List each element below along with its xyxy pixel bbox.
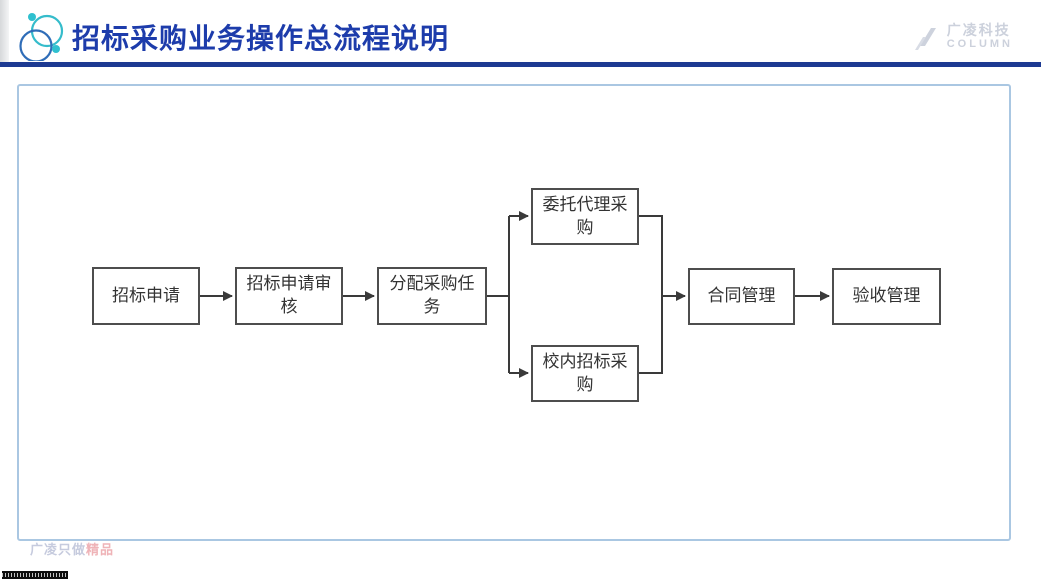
flow-node-label: 合同管理 <box>707 286 776 306</box>
flow-node-contract-management: 合同管理 <box>688 268 795 325</box>
flow-node-label: 招标申请 <box>112 285 180 305</box>
header-divider-line <box>0 62 1041 67</box>
flow-node-acceptance-management: 验收管理 <box>832 268 941 325</box>
flow-node-campus-bidding-procurement: 校内招标采购 <box>531 345 639 402</box>
left-edge-strip <box>0 0 9 62</box>
brand-logo: 广凌科技 COLUMN <box>914 22 1013 51</box>
app-logo-icon <box>19 13 64 61</box>
flow-node-label: 招标申请审核 <box>246 274 332 316</box>
flow-node-label: 委托代理采购 <box>542 194 628 237</box>
watermark-gray-text: 广凌只做 <box>30 542 87 557</box>
page-title: 招标采购业务操作总流程说明 <box>72 23 450 54</box>
flow-node-label: 验收管理 <box>852 286 921 306</box>
brand-name-en: COLUMN <box>946 38 1013 51</box>
flow-node-assign-procurement-tasks: 分配采购任务 <box>377 267 487 325</box>
watermark: 广凌只做精品 <box>30 539 114 558</box>
flow-node-entrusted-agency-procurement: 委托代理采购 <box>531 188 639 245</box>
bottom-left-caption-bar <box>2 571 68 579</box>
brand-stripe-icon <box>914 27 936 50</box>
flow-node-bid-application-review: 招标申请审核 <box>235 267 343 325</box>
watermark-red-text: 精品 <box>86 542 115 557</box>
brand-name-cn: 广凌科技 <box>946 22 1011 38</box>
flow-node-label: 校内招标采购 <box>542 351 628 394</box>
flow-node-bid-application: 招标申请 <box>92 267 200 325</box>
flow-node-label: 分配采购任务 <box>389 274 475 316</box>
